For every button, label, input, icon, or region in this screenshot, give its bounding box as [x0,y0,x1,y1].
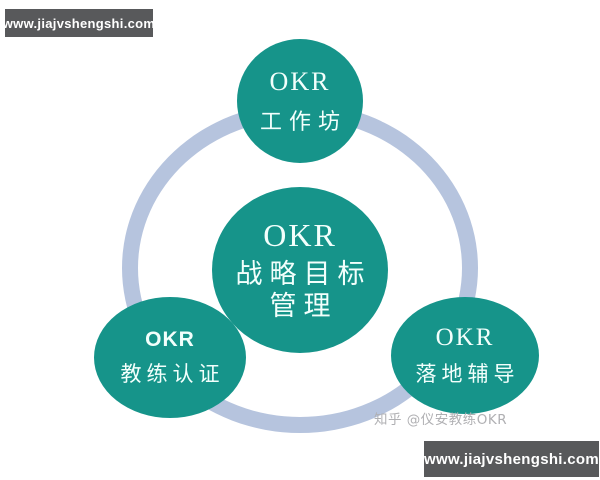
center-circle-label-line1: 战略目标 [235,259,372,290]
circle-okr-workshop-title: OKR [269,66,331,96]
watermark-bar-top-left: www.jiajvshengshi.com [2,9,156,37]
circle-okr-landing-guidance: OKR 落地辅导 [391,297,539,414]
watermark-url-bottom: www.jiajvshengshi.com [424,450,599,468]
circle-okr-coach-certification-label: 教练认证 [120,361,225,386]
circle-okr-coach-certification-title: OKR [145,327,195,351]
circle-okr-workshop: OKR 工作坊 [237,39,363,163]
center-circle-label-line2: 管理 [269,291,338,321]
circle-okr-landing-guidance-title: OKR [435,323,495,351]
circle-okr-landing-guidance-label: 落地辅导 [415,361,520,386]
circle-okr-coach-certification: OKR 教练认证 [94,297,246,418]
watermark-url-top: www.jiajvshengshi.com [2,15,156,31]
circle-okr-workshop-label: 工作坊 [259,108,347,134]
center-circle-title: OKR [263,217,337,254]
watermark-bar-bottom-right: www.jiajvshengshi.com [424,441,599,477]
zhihu-author-watermark: 知乎 @仪安教练OKR [374,412,508,428]
circle-okr-strategic-goal-management: OKR 战略目标 管理 [212,187,388,353]
